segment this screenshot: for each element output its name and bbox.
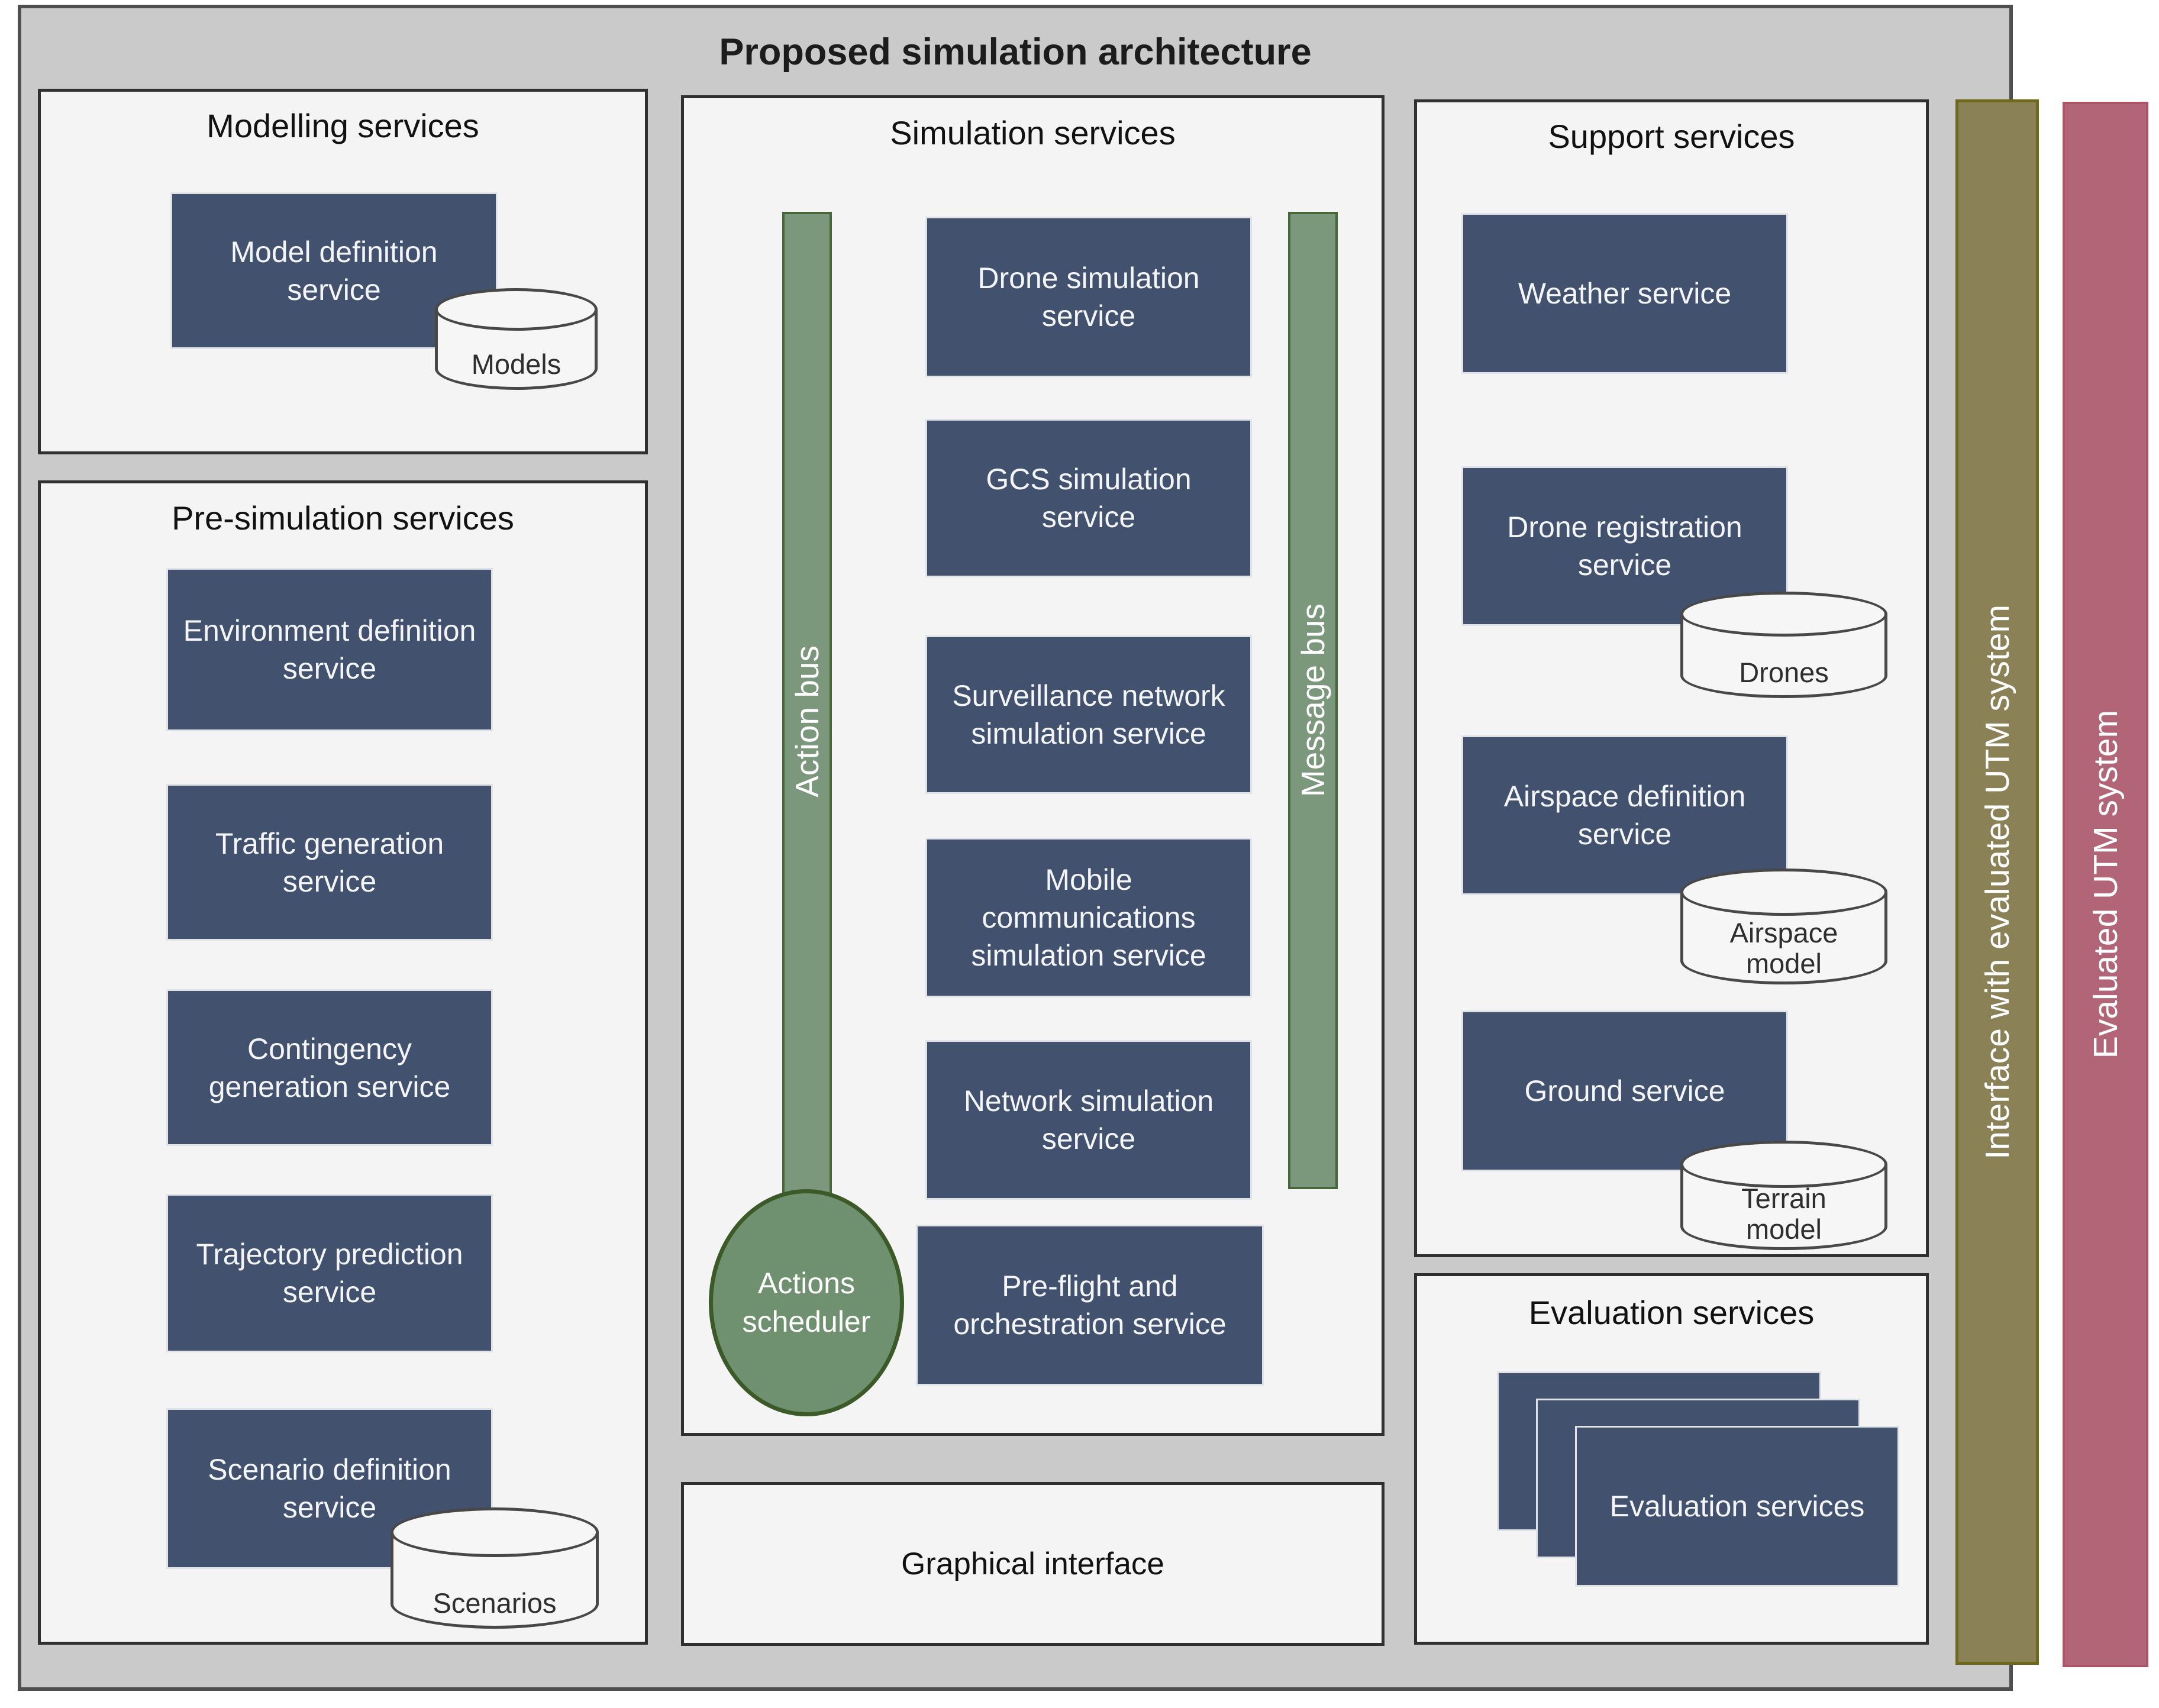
mobile-communications-simulation-service-box: Mobile communications simulation service: [925, 838, 1252, 997]
airspace-model-datastore: Airspace model: [1680, 868, 1887, 984]
evaluated-utm-bar: Evaluated UTM system: [2063, 102, 2148, 1667]
datastore-label: Drones: [1739, 657, 1829, 689]
modelling-panel-title: Modelling services: [206, 107, 479, 144]
datastore-label: Airspace model: [1729, 916, 1838, 980]
interface-utm-bar: Interface with evaluated UTM system: [1955, 99, 2039, 1665]
cylinder-top: [435, 288, 598, 331]
terrain-model-datastore: Terrain model: [1680, 1141, 1887, 1250]
evaluation-stack-front: Evaluation services: [1575, 1426, 1899, 1587]
weather-service-box: Weather service: [1461, 213, 1788, 374]
evaluated-utm-bar-label: Evaluated UTM system: [2086, 710, 2125, 1059]
action-bus: Action bus: [782, 212, 832, 1231]
drones-datastore: Drones: [1680, 592, 1887, 698]
message-bus: Message bus: [1288, 212, 1338, 1189]
surveillance-network-simulation-service-box: Surveillance network simulation service: [925, 635, 1252, 794]
pre-simulation-panel-title: Pre-simulation services: [172, 499, 514, 537]
support-panel-title: Support services: [1548, 118, 1795, 155]
cylinder-top: [1680, 592, 1887, 637]
interface-utm-bar-label: Interface with evaluated UTM system: [1978, 605, 2016, 1160]
cylinder-top: [1680, 1141, 1887, 1188]
cylinder-top: [391, 1507, 599, 1557]
evaluation-panel-title: Evaluation services: [1528, 1294, 1815, 1331]
simulation-panel-title: Simulation services: [890, 114, 1176, 151]
models-datastore: Models: [435, 288, 598, 390]
preflight-orchestration-service-box: Pre-flight and orchestration service: [916, 1225, 1264, 1386]
cylinder-top: [1680, 868, 1887, 916]
airspace-definition-service-box: Airspace definition service: [1461, 735, 1788, 895]
message-bus-label: Message bus: [1295, 603, 1331, 798]
scenarios-datastore: Scenarios: [391, 1507, 599, 1629]
contingency-generation-service-box: Contingency generation service: [166, 989, 493, 1146]
drone-registration-service-box: Drone registration service: [1461, 466, 1788, 626]
network-simulation-service-box: Network simulation service: [925, 1040, 1252, 1200]
environment-definition-service-box: Environment definition service: [166, 568, 493, 731]
traffic-generation-service-box: Traffic generation service: [166, 784, 493, 941]
actions-scheduler-circle: Actions scheduler: [709, 1189, 904, 1416]
datastore-label: Scenarios: [433, 1587, 557, 1619]
datastore-label: Terrain model: [1741, 1182, 1826, 1245]
action-bus-label: Action bus: [789, 645, 825, 798]
datastore-label: Models: [471, 348, 561, 380]
drone-simulation-service-box: Drone simulation service: [925, 217, 1252, 377]
diagram-title: Proposed simulation architecture: [719, 31, 1312, 73]
trajectory-prediction-service-box: Trajectory prediction service: [166, 1194, 493, 1352]
graphical-interface-panel: Graphical interface: [681, 1482, 1385, 1646]
gcs-simulation-service-box: GCS simulation service: [925, 419, 1252, 577]
